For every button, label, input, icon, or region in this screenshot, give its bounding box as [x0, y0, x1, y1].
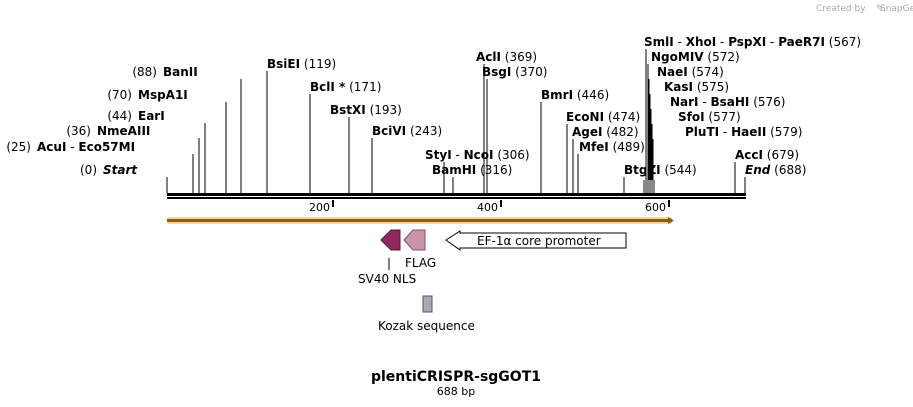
- enzyme-label: BmrI (446): [541, 88, 609, 102]
- enzyme-label: NarI - BsaHI (576): [670, 95, 786, 109]
- ruler-label-600: 600: [645, 201, 666, 214]
- kozak-label: Kozak sequence: [378, 319, 475, 333]
- cut-site-cluster: [643, 180, 655, 193]
- map-length: 688 bp: [437, 385, 475, 398]
- enzyme-label: BtgZI (544): [624, 163, 697, 177]
- ruler: 200 400 600: [309, 200, 670, 214]
- enzyme-label: AcuI - Eco57MI: [37, 140, 135, 154]
- credit-prefix: Created by: [816, 4, 866, 14]
- enzyme-position: (70): [107, 88, 132, 102]
- flag-feature: FLAG: [403, 229, 436, 270]
- enzyme-label: NaeI (574): [657, 65, 724, 79]
- promoter-arrow: [445, 230, 627, 251]
- enzyme-label: StyI - NcoI (306): [425, 148, 530, 162]
- ruler-label-400: 400: [477, 201, 498, 214]
- enzyme-position: (25): [6, 140, 31, 154]
- enzyme-label: KasI (575): [664, 80, 729, 94]
- nls-label: SV40 NLS: [358, 272, 416, 286]
- enzyme-label: BsgI (370): [482, 65, 547, 79]
- snapgene-icon: ✎: [876, 4, 884, 14]
- enzyme-position: (88): [132, 65, 157, 79]
- enzyme-label: MfeI (489): [579, 140, 645, 154]
- promoter-feature: EF-1α core promoter: [445, 230, 627, 251]
- enzyme-label: PluTI - HaeII (579): [685, 125, 802, 139]
- enzyme-label: BciVI (243): [372, 124, 442, 138]
- flag-label: FLAG: [405, 256, 436, 270]
- enzyme-label: MspA1I: [138, 88, 188, 102]
- enzyme-position: (44): [107, 109, 132, 123]
- credit-brand: SnapGene: [880, 4, 913, 14]
- enzyme-label: BsiEI (119): [267, 57, 336, 71]
- kozak-feature: Kozak sequence: [378, 295, 475, 333]
- enzyme-position: (0): [80, 163, 97, 177]
- enzyme-position: (36): [66, 124, 91, 138]
- enzyme-label: NgoMIV (572): [651, 50, 740, 64]
- enzyme-label: AgeI (482): [572, 125, 639, 139]
- promoter-label: EF-1α core promoter: [477, 234, 601, 248]
- flag-arrow: [403, 229, 426, 251]
- nls-arrow: [380, 229, 401, 251]
- enzyme-label: NmeAIII: [97, 124, 150, 138]
- enzyme-label: AccI (679): [735, 148, 799, 162]
- enzyme-labels: (0) Start (25) AcuI - Eco57MI (36) NmeAIII(44…: [6, 35, 861, 177]
- enzyme-label: Start: [103, 163, 138, 177]
- ruler-label-200: 200: [309, 201, 330, 214]
- cut-site-lines: [166, 49, 746, 193]
- credit: Created by ✎ SnapGene: [816, 4, 913, 14]
- enzyme-label: SfoI (577): [678, 110, 741, 124]
- enzyme-label: SmlI - XhoI - PspXI - PaeR7I (567): [644, 35, 861, 49]
- enzyme-label: EcoNI (474): [566, 110, 640, 124]
- map-title: plentiCRISPR-sgGOT1: [371, 369, 541, 385]
- kozak-box: [422, 295, 433, 313]
- enzyme-label: BstXI (193): [330, 103, 402, 117]
- enzyme-label: AclI (369): [476, 50, 537, 64]
- enzyme-label: EarI: [138, 109, 165, 123]
- enzyme-label: BclI * (171): [310, 80, 381, 94]
- enzyme-label: End (688): [745, 163, 806, 177]
- sequence-backbone: [167, 180, 746, 199]
- nls-feature: SV40 NLS: [358, 229, 416, 286]
- highlight-region: [167, 217, 674, 224]
- enzyme-label: BanII: [163, 65, 198, 79]
- enzyme-label: BamHI (316): [432, 163, 512, 177]
